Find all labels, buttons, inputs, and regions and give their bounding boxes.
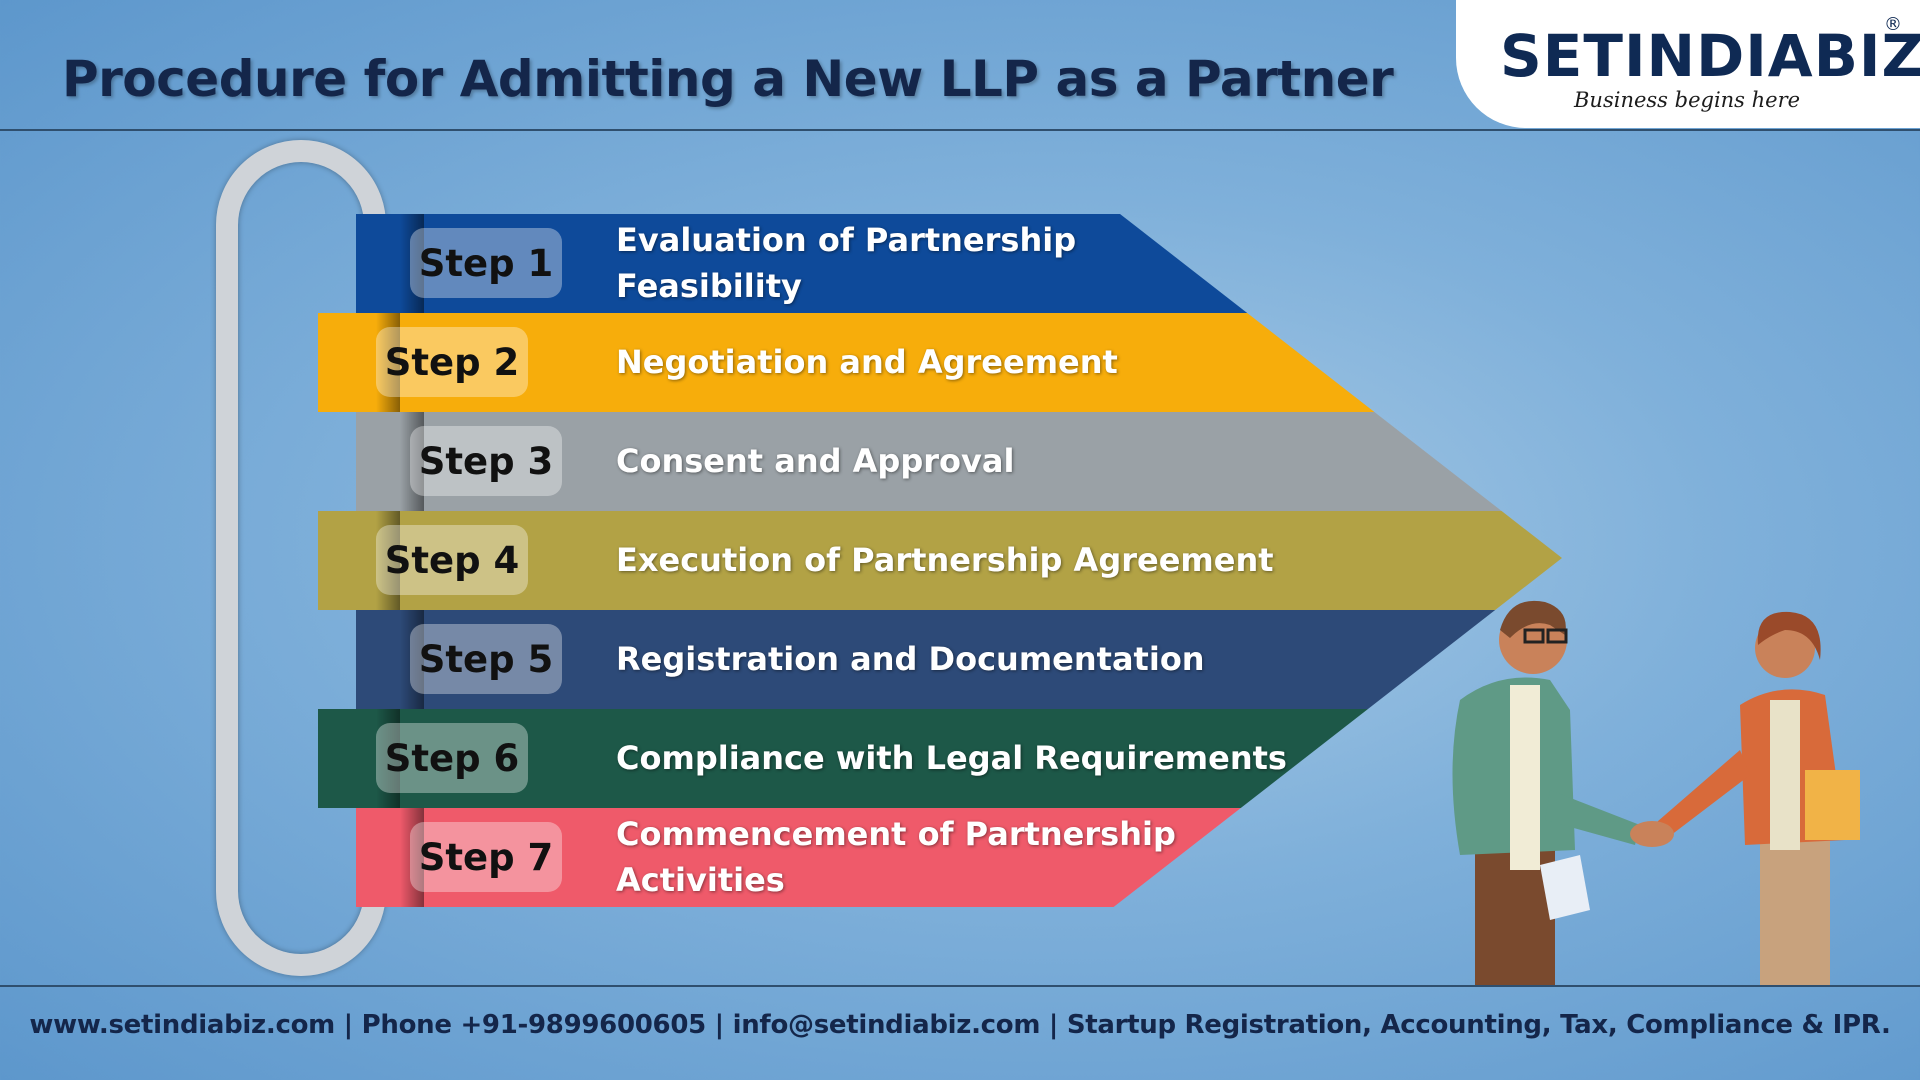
step-ribbon-fold-6 [376,709,400,808]
step-badge-2: Step 2 [376,327,528,397]
step-badge-6: Step 6 [376,723,528,793]
step-badge-5: Step 5 [410,624,562,694]
handshake-illustration [1452,600,1860,985]
step-ribbon-4 [318,511,1562,610]
step-description-line: Compliance with Legal Requirements [616,739,1287,777]
step-description-3: Consent and Approval [616,438,1014,484]
step-description-line: Activities [616,861,785,899]
step-badge-3: Step 3 [410,426,562,496]
logo[interactable]: SETINDIABIZ ® Business begins here [1456,0,1920,128]
step-description-line: Registration and Documentation [616,640,1205,678]
logo-name: SETINDIABIZ [1500,22,1920,90]
logo-tagline: Business begins here [1574,88,1801,112]
page-title: Procedure for Admitting a New LLP as a P… [62,50,1394,108]
step-badge-4: Step 4 [376,525,528,595]
step-ribbon-1 [356,214,1248,313]
step-description-6: Compliance with Legal Requirements [616,735,1287,781]
logo-registered-mark: ® [1884,14,1902,35]
step-ribbon-fold-5 [400,610,424,709]
step-ribbon-fold-7 [400,808,424,907]
step-ribbon-3 [356,412,1502,511]
step-description-line: Execution of Partnership Agreement [616,541,1274,579]
step-badge-1: Step 1 [410,228,562,298]
footer-contact: www.setindiabiz.com | Phone +91-98996006… [29,1010,1891,1040]
header-divider [0,129,1920,131]
step-description-line: Consent and Approval [616,442,1015,480]
man-figure [1452,600,1640,985]
step-description-4: Execution of Partnership Agreement [616,537,1274,583]
footer-divider [0,985,1920,987]
step-badge-7: Step 7 [410,822,562,892]
woman-figure [1650,611,1860,985]
step-ribbon-6 [318,709,1368,808]
step-ribbon-fold-3 [400,412,424,511]
step-description-line: Commencement of Partnership [616,815,1176,853]
step-description-line: Evaluation of Partnership [616,221,1077,259]
step-ribbon-7 [356,808,1241,907]
step-ribbon-fold-1 [400,214,424,313]
step-description-2: Negotiation and Agreement [616,339,1118,385]
step-description-line: Negotiation and Agreement [616,343,1118,381]
step-description-5: Registration and Documentation [616,636,1205,682]
step-ribbon-2 [318,313,1375,412]
step-ribbon-fold-4 [376,511,400,610]
step-description-line: Feasibility [616,267,802,305]
step-ribbon-5 [356,610,1496,709]
step-ribbon-fold-2 [376,313,400,412]
